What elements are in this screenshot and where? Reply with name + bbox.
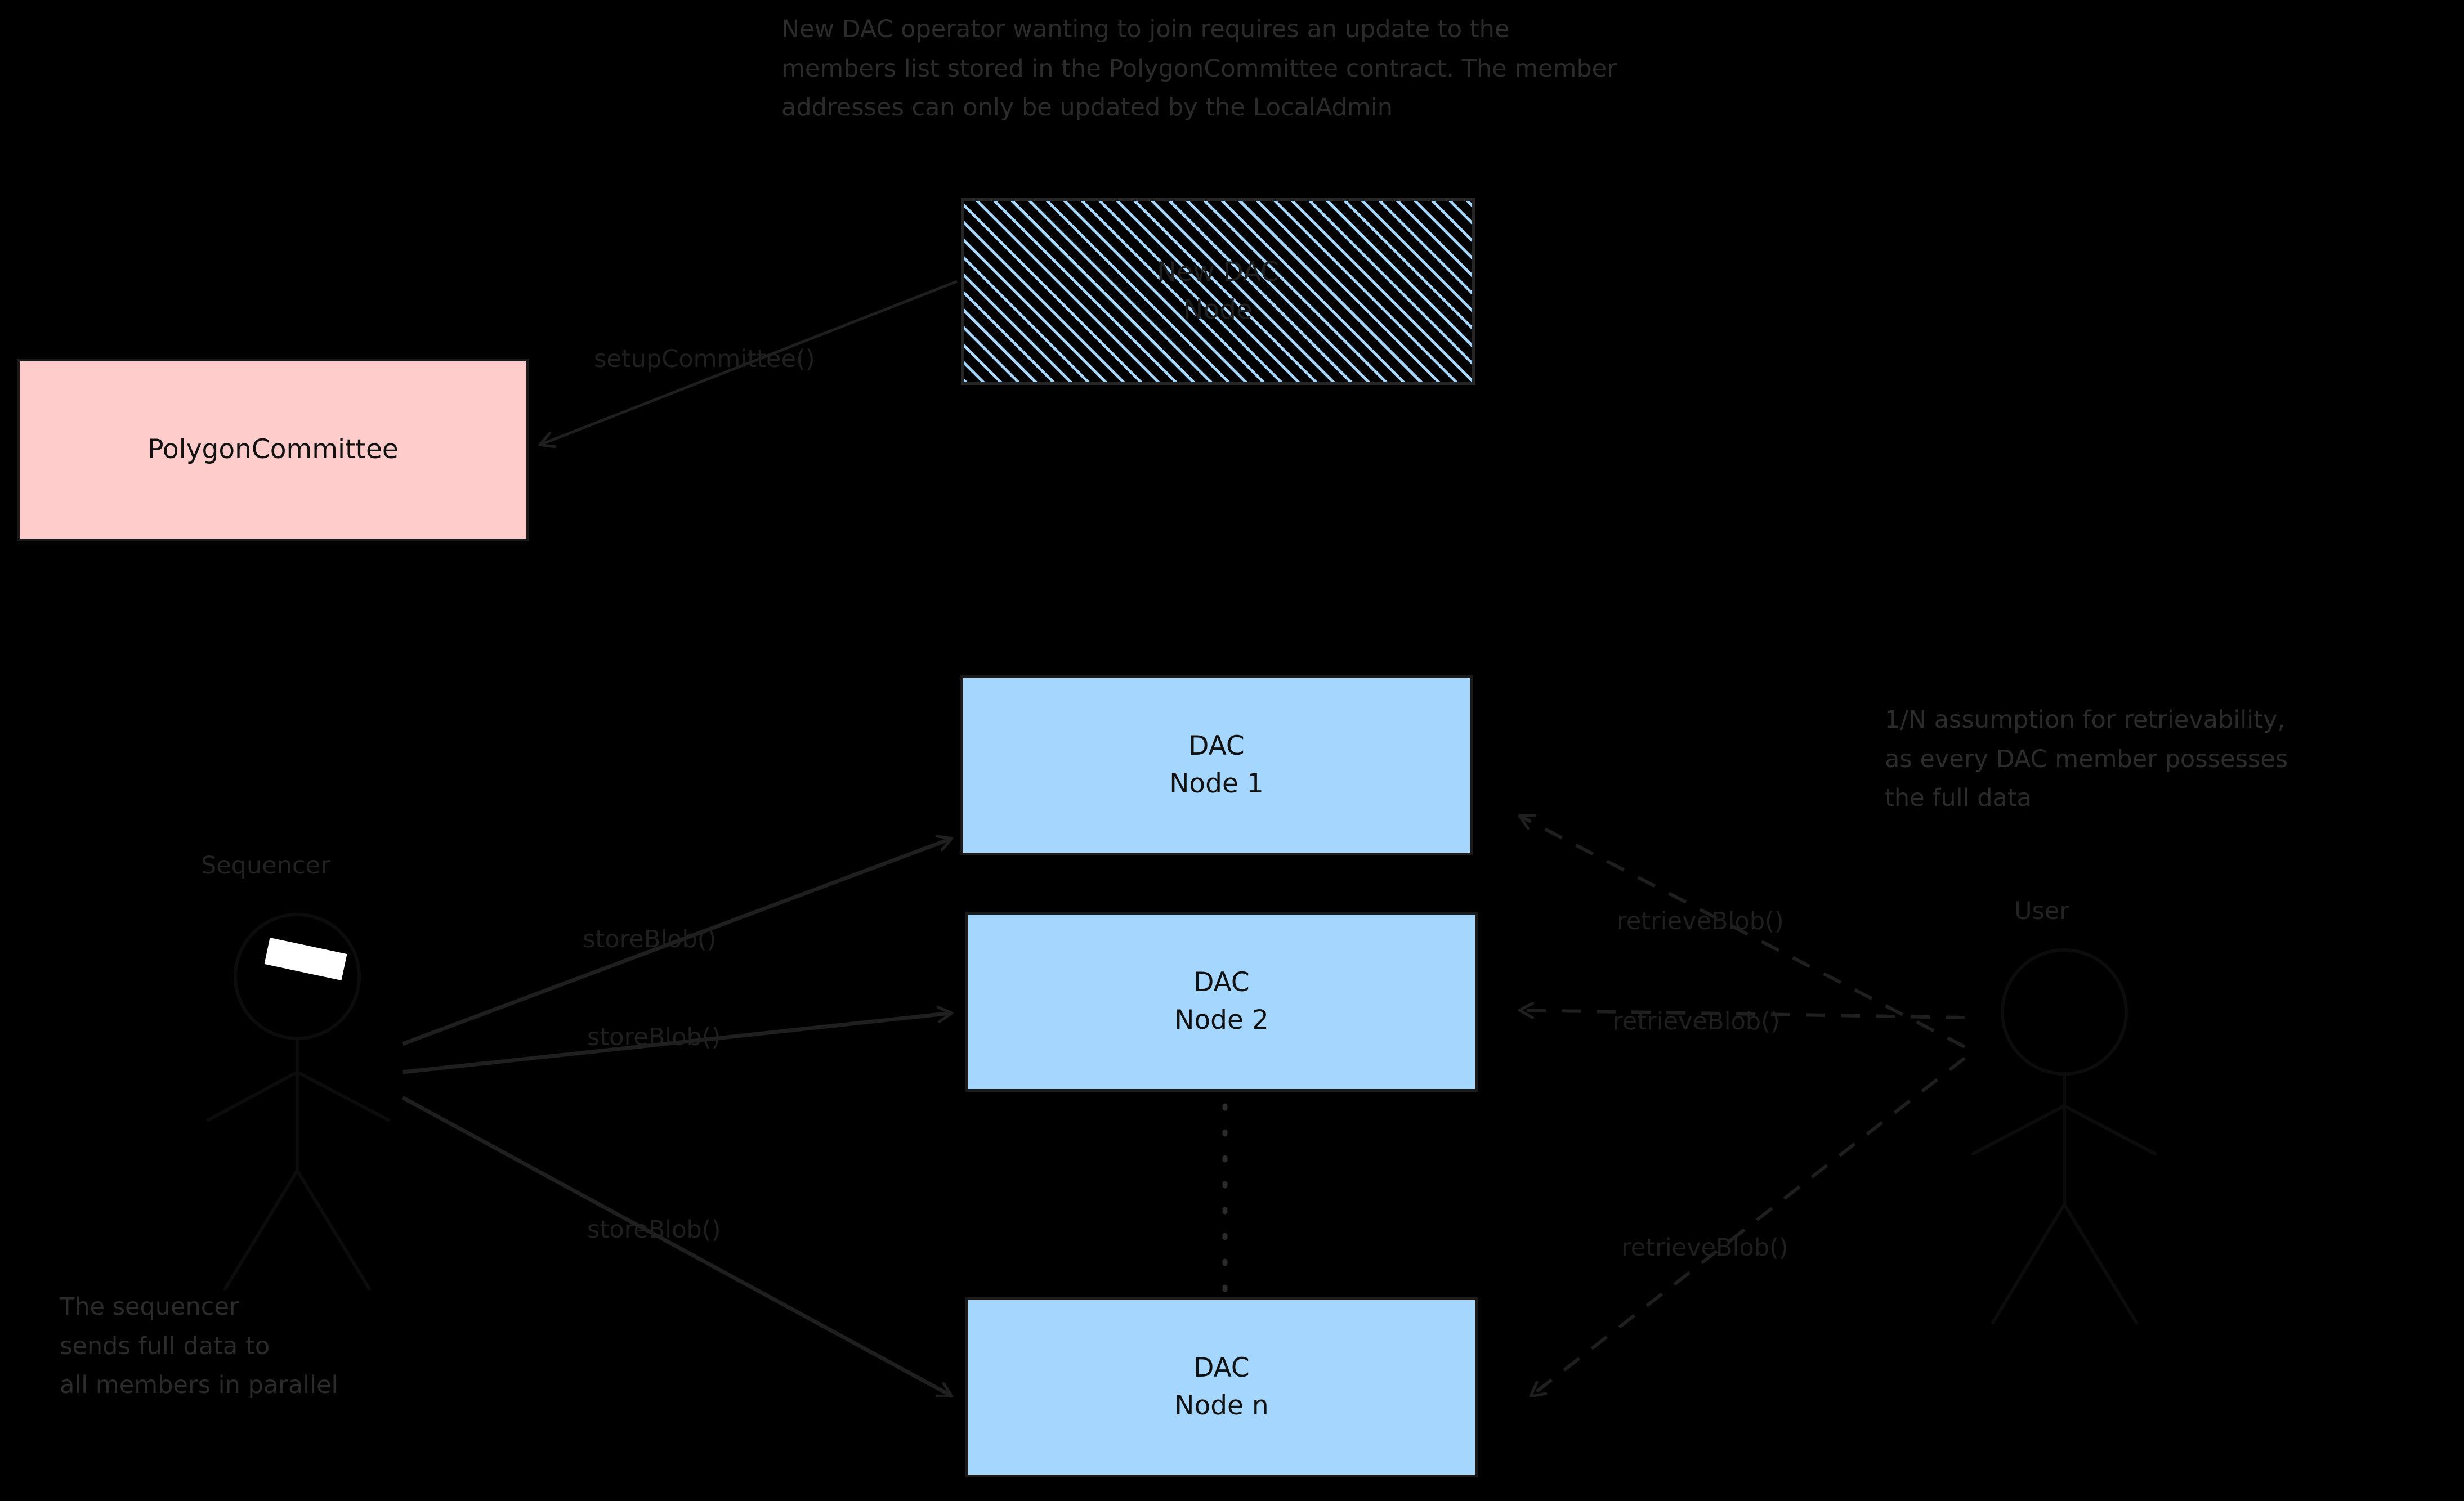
dac-node-n-label-line2: Node n	[1174, 1390, 1269, 1421]
polygon-committee-box[interactable]: PolygonCommittee	[17, 359, 529, 541]
user-label: User	[2014, 897, 2070, 925]
dac-node-1-label-line1: DAC	[1188, 731, 1245, 762]
edge-label-store-blob-n: storeBlob()	[587, 1216, 721, 1244]
dac-node-2-box[interactable]: DAC Node 2	[965, 912, 1478, 1092]
polygon-committee-label: PolygonCommittee	[147, 434, 399, 465]
sequencer-label: Sequencer	[201, 852, 330, 880]
dac-node-1-label-line2: Node 1	[1169, 768, 1264, 799]
user-figure-icon	[1971, 948, 2157, 1324]
dac-node-2-label-line2: Node 2	[1174, 1005, 1269, 1036]
dac-node-2-label-line1: DAC	[1193, 967, 1250, 998]
note-bottom-left: The sequencer sends full data to all mem…	[60, 1293, 338, 1400]
edge-label-retrieve-blob-1: retrieveBlob()	[1617, 907, 1784, 935]
new-dac-node-label-line2: Node	[1183, 294, 1253, 325]
new-dac-node-label-line1: New DAC	[1157, 257, 1279, 288]
edge-label-retrieve-blob-2: retrieveBlob()	[1613, 1007, 1780, 1036]
dac-node-n-label-line1: DAC	[1193, 1352, 1250, 1384]
edge-label-retrieve-blob-n: retrieveBlob()	[1621, 1234, 1788, 1262]
note-right: 1/N assumption for retrievability, as ev…	[1885, 706, 2288, 813]
edge-label-setup-committee: setupCommittee()	[594, 345, 815, 373]
edge-label-store-blob-1: storeBlob()	[583, 925, 717, 953]
note-top: New DAC operator wanting to join require…	[781, 15, 1617, 122]
edge-label-store-blob-2: storeBlob()	[587, 1023, 721, 1051]
sequencer-highlight-tape	[264, 937, 347, 981]
dac-node-1-box[interactable]: DAC Node 1	[960, 675, 1473, 855]
dac-node-n-box[interactable]: DAC Node n	[965, 1297, 1478, 1477]
new-dac-node-box[interactable]: New DAC Node	[961, 198, 1475, 385]
edge-retrieve-blob-n	[1531, 1056, 1966, 1396]
